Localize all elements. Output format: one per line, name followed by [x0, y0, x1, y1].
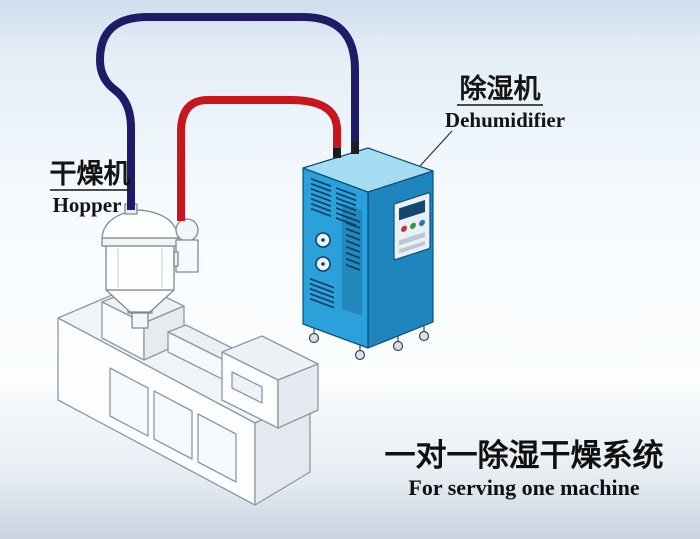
control-button-red [401, 225, 407, 232]
dehumidifier-label-cn: 除湿机 [460, 73, 541, 104]
cabinet-top-face [302, 147, 434, 193]
dryer-label-cn: 干燥机 [50, 159, 131, 189]
caption-cn: 一对一除湿干燥系统 [385, 438, 664, 473]
pipe-connector [351, 142, 359, 154]
machine-door-panel [153, 390, 193, 460]
machine-door-panel [109, 367, 149, 437]
machine-head-detail [231, 371, 263, 404]
labels: 干燥机 Hopper 除湿机 Dehumidifier 一对一除湿干燥系统 Fo… [50, 73, 664, 500]
hopper-flange-ring [101, 237, 179, 247]
dehumidifier-cabinet [302, 147, 434, 361]
pipe-connector [333, 148, 341, 158]
control-slot [399, 240, 425, 254]
hopper-blower-motor [175, 239, 199, 273]
control-button-green [410, 222, 416, 230]
hopper-blower-duct [173, 251, 179, 267]
cabinet-control-panel [393, 192, 431, 261]
pipe-connectors [333, 142, 359, 158]
cabinet-casters [308, 326, 430, 361]
hopper-body [105, 245, 175, 291]
control-display [399, 199, 425, 221]
control-button-blue [419, 219, 425, 227]
caption-en: For serving one machine [408, 475, 639, 500]
hot-air-pipe [177, 96, 341, 221]
gauge-needle-dot [321, 262, 325, 266]
cabinet-lower-vents [310, 277, 334, 309]
gauge-needle-dot [321, 238, 325, 242]
dryer-label-en: Hopper [53, 193, 122, 217]
dry-air-pipe [96, 13, 359, 210]
machine-head-right [277, 363, 319, 429]
hopper-dryer [101, 203, 199, 329]
hopper-blower-fan [175, 218, 199, 242]
extruder-machine [57, 285, 319, 506]
hopper-neck [131, 311, 149, 329]
machine-door-panel [197, 413, 237, 483]
control-slot [399, 231, 425, 246]
dehumidifier-label-en: Dehumidifier [445, 108, 565, 132]
cabinet-vent-strip [342, 203, 362, 316]
cabinet-side-slots [346, 215, 360, 271]
dehumidifier-leader-line [419, 130, 453, 167]
